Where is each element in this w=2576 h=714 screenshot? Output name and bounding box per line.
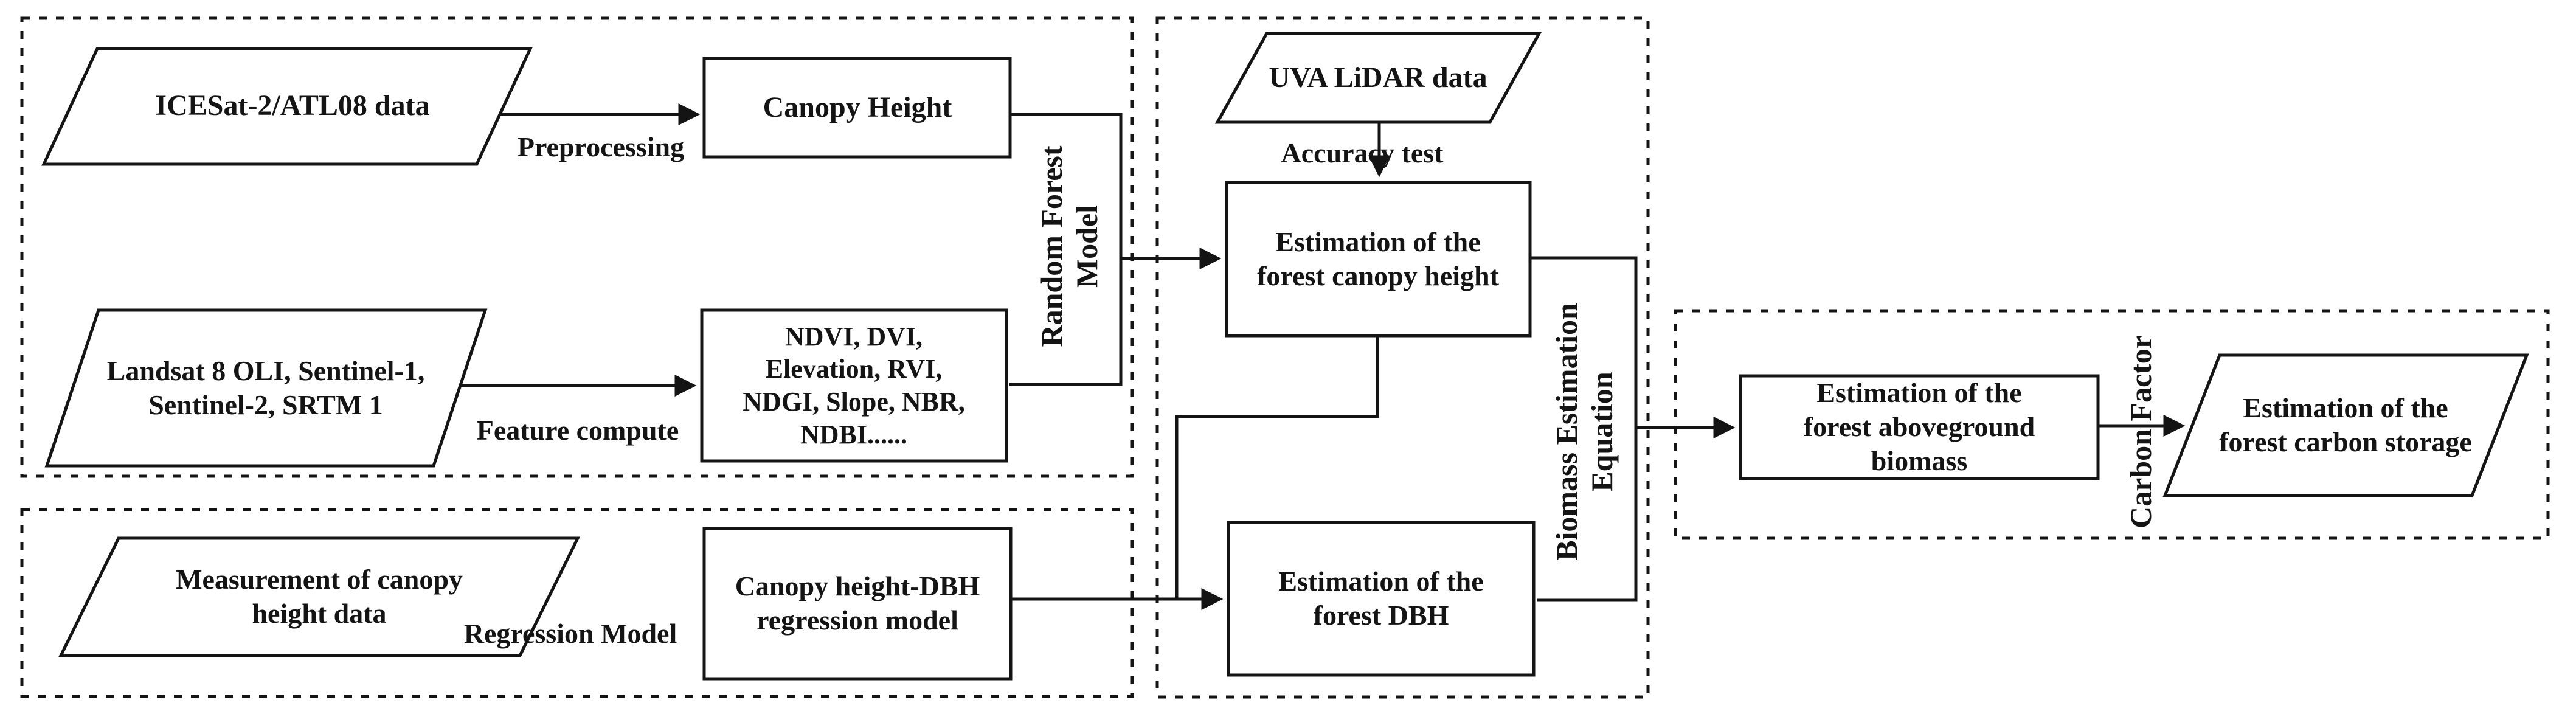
icesat-parallelogram: [41, 47, 533, 166]
random-forest-model-label: Random Forest Model: [1034, 145, 1104, 347]
group-estimation-border: [1155, 16, 1650, 699]
biomass-estimation-equation-label: Biomass Estimation Equation: [1549, 303, 1619, 561]
regression-model-edge-label: Regression Model: [463, 617, 677, 649]
edge-est-canopy-to-dbh-junction: [1175, 336, 1379, 598]
features-box: [700, 308, 1008, 463]
accuracy-test-label: Accuracy test: [1281, 137, 1444, 168]
carbon-storage-parallelogram: [2162, 353, 2529, 497]
group-carbon-border: [1674, 309, 2550, 540]
est-biomass-box: [1739, 374, 2100, 480]
feature-compute-label: Feature compute: [476, 414, 679, 446]
uva-lidar-parallelogram: [1214, 32, 1542, 124]
landsat-parallelogram: [44, 308, 488, 468]
edge-random-forest-bracket: [1009, 113, 1123, 386]
canopy-height-label: Canopy Height: [763, 91, 952, 123]
est-dbh-label: Estimation of the forest DBH: [1278, 565, 1484, 631]
est-biomass-label: Estimation of the forest aboveground bio…: [1803, 376, 2035, 477]
regression-box-label: Canopy height-DBH regression model: [735, 570, 980, 636]
measurement-parallelogram: [58, 536, 581, 657]
carbon-storage-label: Estimation of the forest carbon storage: [2219, 392, 2472, 457]
measurement-label: Measurement of canopy height data: [176, 563, 463, 629]
est-dbh-box: [1227, 521, 1536, 677]
landsat-label: Landsat 8 OLI, Sentinel-1, Sentinel-2, S…: [106, 355, 425, 420]
canopy-height-box: [702, 57, 1012, 159]
icesat-label: ICESat-2/ATL08 data: [155, 89, 430, 122]
est-canopy-height-box: [1225, 181, 1532, 338]
preprocessing-label: Preprocessing: [517, 131, 685, 162]
uva-lidar-label: UVA LiDAR data: [1269, 61, 1487, 94]
est-canopy-height-label: Estimation of the forest canopy height: [1257, 226, 1499, 291]
features-label: NDVI, DVI, Elevation, RVI, NDGI, Slope, …: [743, 321, 965, 449]
carbon-factor-label: Carbon Factor: [2124, 335, 2158, 529]
regression-model-box: [702, 527, 1013, 681]
